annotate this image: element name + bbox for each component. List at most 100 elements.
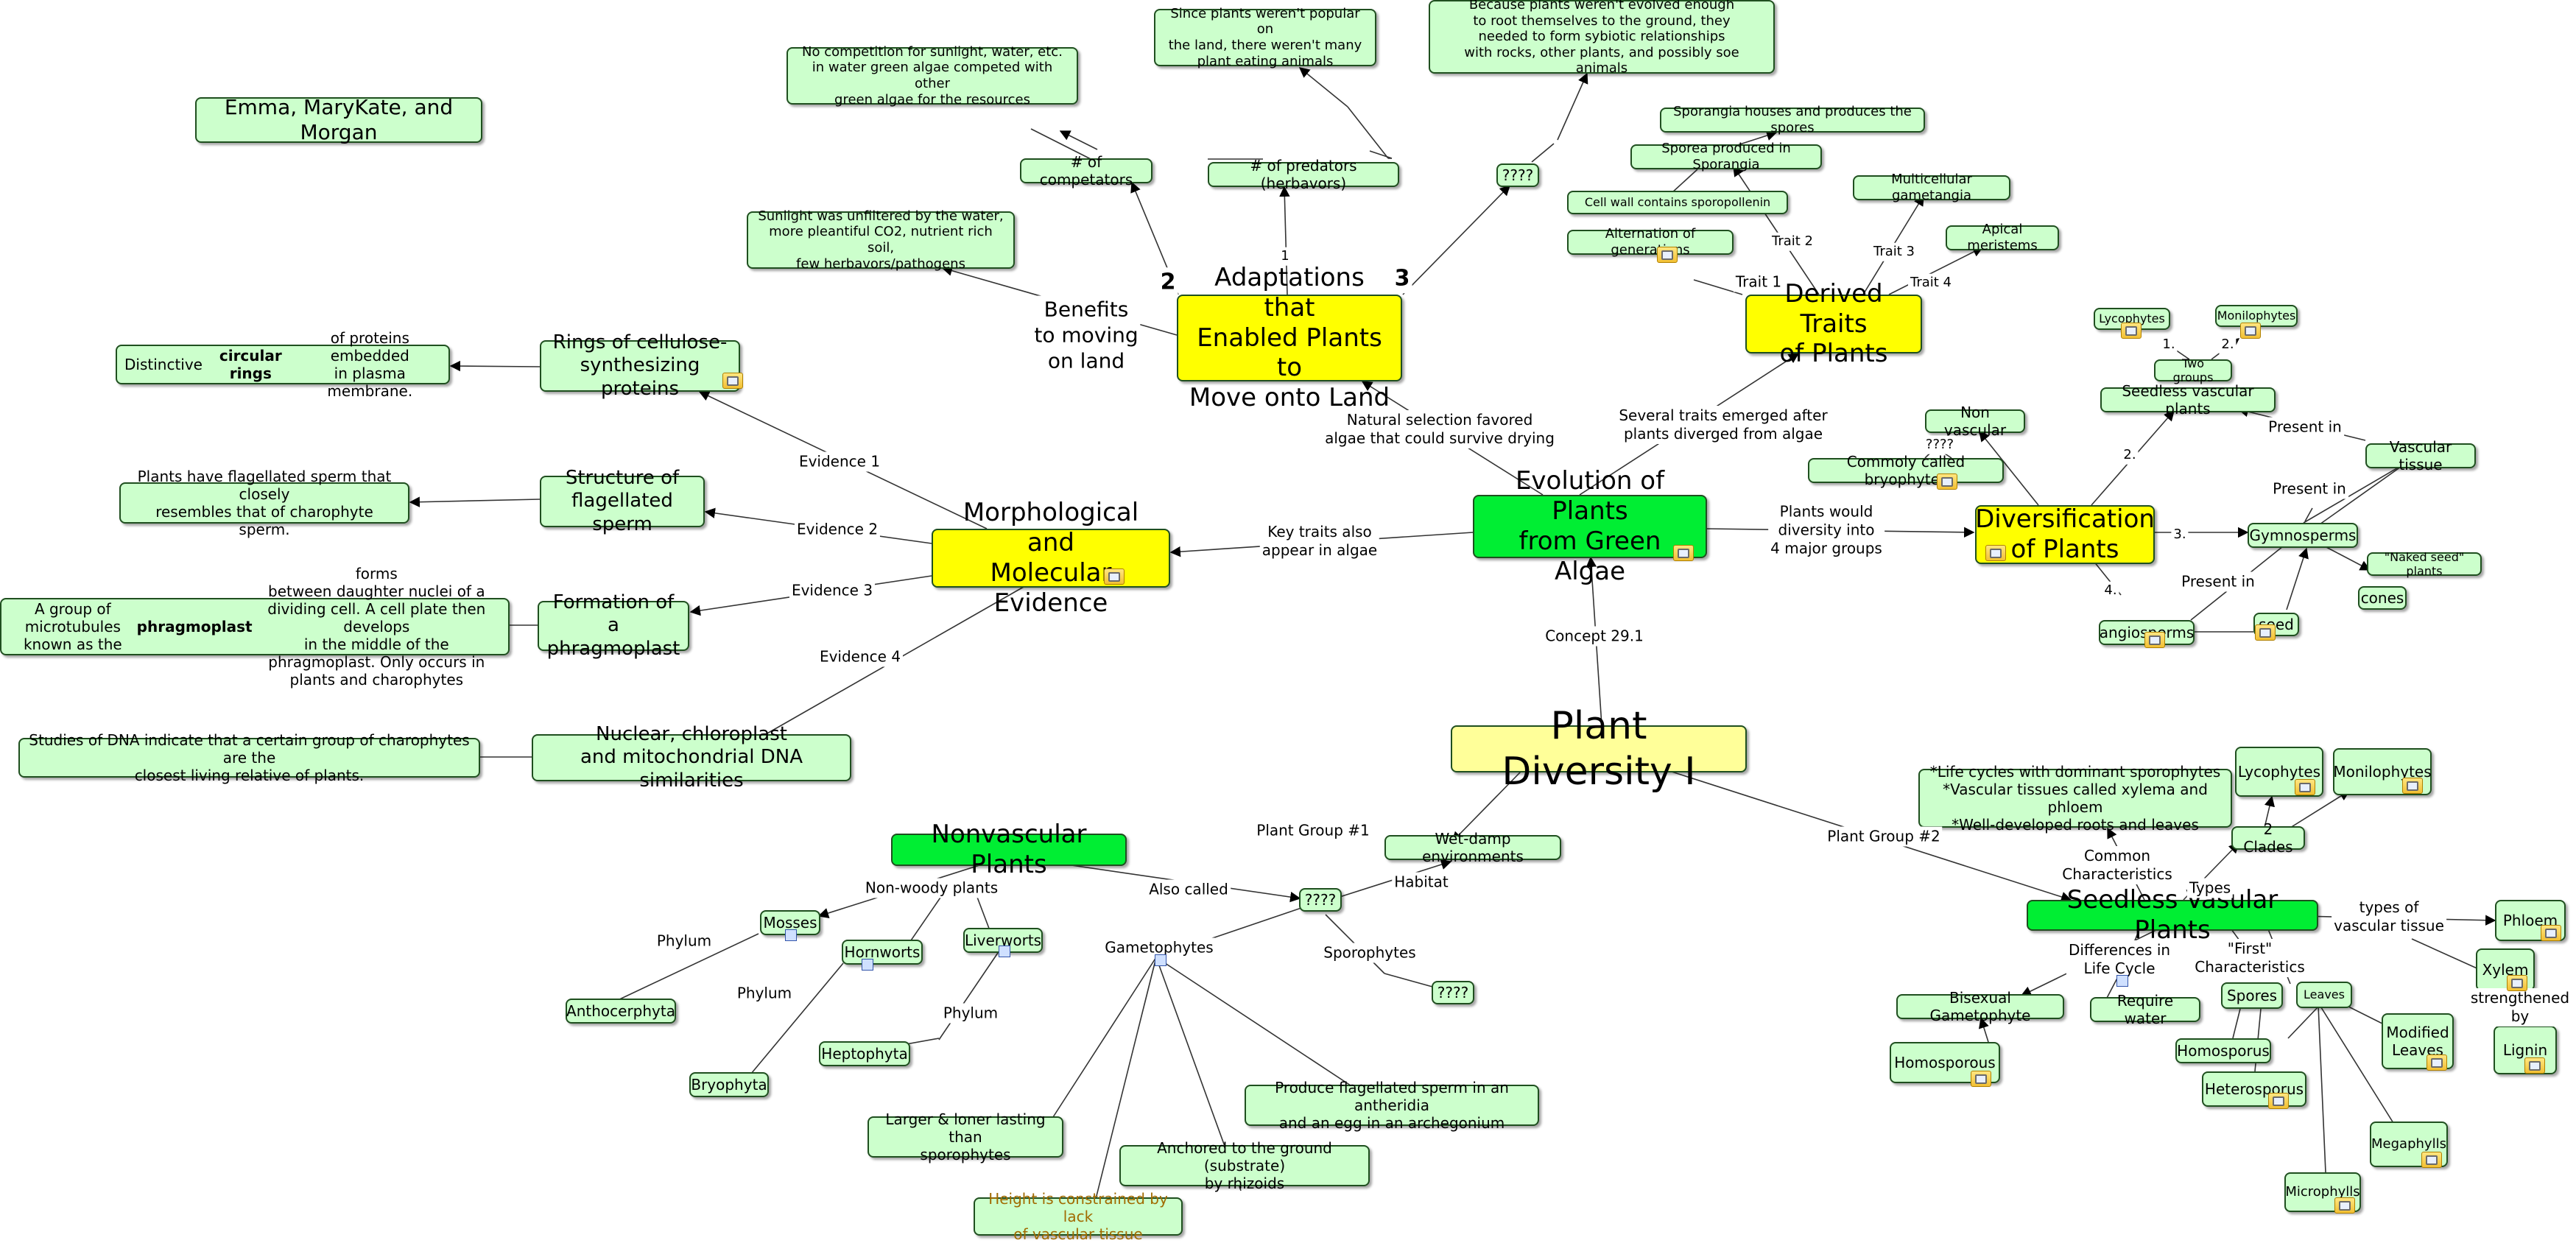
node-morphological-evidence[interactable]: Morphological and Molecular Evidence [932,498,1170,618]
node-bryophyta[interactable]: Bryophyta [689,1072,769,1097]
node-dna-similarities[interactable]: Nuclear, chloroplast and mitochondrial D… [532,723,851,792]
node-vascular-tissue[interactable]: Vascular tissue [2365,438,2476,473]
node-require-water[interactable]: Require water [2090,992,2200,1027]
node-formation-phragmoplast[interactable]: Formation of a phragmoplast [538,591,689,660]
node-mosses[interactable]: Mosses [760,910,820,935]
node-homosporus[interactable]: Homosporus [2175,1038,2271,1063]
label-evidence-4: Evidence 4 [817,647,904,667]
node-multicellular[interactable]: Multicellular gametangia [1853,172,2010,203]
rings-note-post: of proteins embedded in plasma membrane. [327,329,413,400]
image-attachment-icon[interactable] [1657,247,1678,263]
resource-link-icon[interactable] [1155,954,1166,966]
label-phylum-2: Phylum [734,983,795,1004]
node-larger-lasting[interactable]: Larger & loner lasting than sporophytes [868,1110,1063,1163]
node-predators[interactable]: # of predators (herbavors) [1208,157,1399,192]
node-sporea-produced[interactable]: Sporea produced in Sporangia [1630,141,1822,172]
node-flagellated-sperm[interactable]: Produce flagellated sperm in an antherid… [1245,1079,1539,1132]
image-attachment-icon[interactable] [2268,1093,2289,1109]
rings-note-bold: circular rings [219,347,282,382]
image-attachment-icon[interactable] [722,373,743,389]
node-heterosporus[interactable]: Heterosporus [2202,1071,2306,1107]
label-present-in-low: Present in [2179,571,2257,592]
node-unknown-sporophytes[interactable]: ???? [1432,981,1474,1004]
image-attachment-icon[interactable] [2144,632,2165,648]
node-naked-seed[interactable]: "Naked seed" plants [2367,550,2482,578]
image-attachment-icon[interactable] [2121,323,2142,339]
image-attachment-icon[interactable] [2541,925,2561,941]
image-attachment-icon[interactable] [2295,779,2315,795]
image-attachment-icon[interactable] [2421,1152,2442,1168]
node-anthocerphyta[interactable]: Anthocerphyta [566,999,676,1024]
image-attachment-icon[interactable] [2427,1054,2447,1071]
image-attachment-icon[interactable] [2507,975,2527,991]
node-sporangia-houses[interactable]: Sporangia houses and produces the spores [1660,104,1925,135]
resource-link-icon[interactable] [2116,975,2128,987]
node-alternation[interactable]: Alternation of generations [1567,226,1734,258]
root-node-plant-diversity[interactable]: Plant Diversity I [1451,704,1747,794]
node-formation-note[interactable]: A group of microtubules known as the phr… [0,565,510,689]
image-attachment-icon[interactable] [2402,778,2423,794]
node-bisexual-gametophyte[interactable]: Bisexual Gametophyte [1896,989,2064,1024]
resource-link-icon[interactable] [999,946,1010,957]
node-seedless-vascular-small[interactable]: Seedless vascular plants [2100,382,2276,418]
label-trait-4: Trait 4 [1907,273,1954,292]
node-leaves[interactable]: Leaves [2296,982,2352,1008]
label-first-characteristics: "First" Characteristics [2192,939,2307,977]
image-attachment-icon[interactable] [2240,323,2261,339]
image-attachment-icon[interactable] [2255,624,2276,641]
image-attachment-icon[interactable] [2334,1197,2355,1214]
image-attachment-icon[interactable] [1937,473,1957,490]
node-non-vascular[interactable]: Non vascular [1925,404,2025,439]
resource-link-icon[interactable] [862,959,873,971]
node-heptophyta[interactable]: Heptophyta [819,1041,910,1066]
node-apical[interactable]: Apical meristems [1946,222,2059,253]
node-rings-cellulose[interactable]: Rings of cellulose- synthesizing protein… [540,331,740,400]
node-structure-note[interactable]: Plants have flagellated sperm that close… [119,468,409,538]
image-attachment-icon[interactable] [1673,545,1694,561]
node-rings-note[interactable]: Distinctive circular rings of proteins e… [116,329,450,400]
image-attachment-icon[interactable] [1985,545,2006,561]
label-qqqq: ???? [1923,435,1957,454]
node-competitors-note[interactable]: No competition for sunlight, water, etc.… [786,44,1078,108]
node-structure-sperm[interactable]: Structure of flagellated sperm [540,467,705,535]
node-two-groups[interactable]: Two groups [2154,356,2232,384]
node-microphylls[interactable]: Microphylls [2284,1172,2361,1212]
node-unknown-adaptation-note[interactable]: Because plants weren't evolved enough to… [1429,0,1775,76]
label-phylum-1: Phylum [654,931,714,951]
node-unknown-also-called[interactable]: ???? [1299,888,1342,912]
resource-link-icon[interactable] [785,929,797,941]
node-dna-note[interactable]: Studies of DNA indicate that a certain g… [18,731,480,784]
label-evidence-3: Evidence 3 [789,580,876,601]
node-spores[interactable]: Spores [2221,982,2283,1009]
label-num-1: 1 [1278,247,1292,266]
authors-node[interactable]: Emma, MaryKate, and Morgan [195,95,482,144]
label-evidence-1: Evidence 1 [796,451,883,472]
node-megaphylls[interactable]: Megaphylls [2370,1121,2448,1167]
node-wet-damp[interactable]: Wet-damp environments [1384,830,1561,865]
label-concept: Concept 29.1 [1543,626,1646,647]
node-cones[interactable]: cones [2358,586,2407,610]
node-bryophytes[interactable]: Commoly called bryophytes [1808,453,2004,488]
node-life-cycles[interactable]: *Life cycles with dominant sporophytes *… [1918,763,2232,834]
node-predators-note[interactable]: Since plants weren't popular on the land… [1154,6,1376,69]
image-attachment-icon[interactable] [1971,1071,1991,1087]
rings-note-pre: Distinctive [124,356,203,373]
node-cell-wall[interactable]: Cell wall contains sporopollenin [1567,191,1788,214]
node-adaptations[interactable]: Adaptations that Enabled Plants to Move … [1177,263,1402,412]
node-competitors[interactable]: # of competators [1020,153,1152,189]
label-benefits: Benefits to moving on land [1032,295,1141,375]
image-attachment-icon[interactable] [2524,1057,2545,1074]
node-height-constrained[interactable]: Height is constrained by lack of vascula… [974,1190,1183,1243]
node-seedless-vascular-plants[interactable]: Seedless Vasular Plants [2027,885,2318,945]
node-anchored[interactable]: Anchored to the ground (substrate) by rh… [1119,1139,1370,1192]
node-evolution-of-plants[interactable]: Evolution of Plants from Green Algae [1473,466,1707,586]
image-attachment-icon[interactable] [1104,568,1125,585]
node-lignin[interactable]: Lignin [2494,1026,2557,1074]
node-gymnosperms[interactable]: Gymnosperms [2248,523,2358,548]
node-nonvascular-plants[interactable]: Nonvascular Plants [891,820,1127,879]
node-sunlight-note[interactable]: Sunlight was unfiltered by the water, mo… [747,208,1015,272]
node-derived-traits[interactable]: Derived Traits of Plants [1745,279,1922,368]
node-two-clades[interactable]: 2 Clades [2231,820,2305,856]
node-hornworts[interactable]: Hornworts [842,940,923,965]
node-unknown-adaptation[interactable]: ???? [1496,163,1539,187]
